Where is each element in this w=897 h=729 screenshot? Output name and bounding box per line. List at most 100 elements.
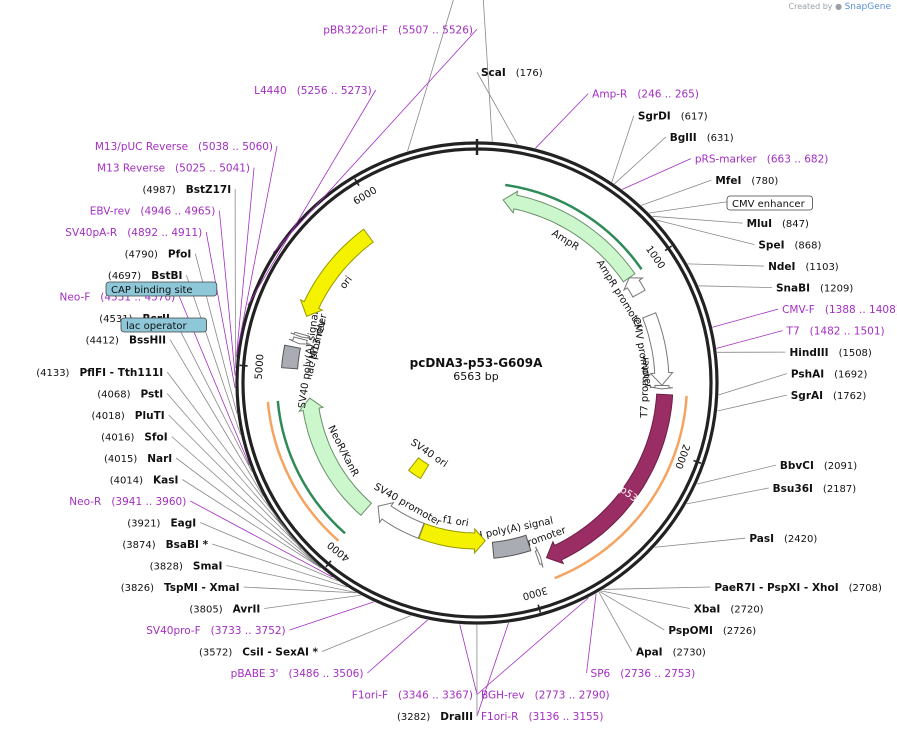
site-position: (3921) bbox=[127, 519, 160, 530]
site-name: BstZ17I bbox=[186, 184, 231, 196]
leader-line bbox=[166, 393, 312, 560]
primer-range: (3733 .. 3752) bbox=[211, 625, 286, 637]
site-hindiii: HindIII(1508) bbox=[789, 347, 871, 359]
box-cap-binding-site bbox=[105, 281, 218, 297]
site-position: (2730) bbox=[673, 648, 706, 659]
primer-sv40pa-r: SV40pA-R(4892 .. 4911) bbox=[65, 227, 202, 239]
site-name: SnaBI bbox=[776, 283, 810, 295]
site-position: (176) bbox=[516, 68, 543, 79]
leader-line bbox=[235, 167, 255, 358]
site-name: TspMI - XmaI bbox=[164, 582, 240, 594]
primer-range: (3136 .. 3155) bbox=[528, 711, 603, 723]
orf-tracks bbox=[266, 183, 688, 580]
leader-line bbox=[718, 373, 787, 396]
site-name: CsiI - SexAI * bbox=[242, 647, 318, 659]
leader-line bbox=[186, 274, 241, 435]
site-psti: (4068)PstI bbox=[97, 389, 163, 401]
primer-name: F1ori-R bbox=[481, 711, 518, 723]
site-name: KasI bbox=[153, 475, 178, 487]
site-bsu36i: Bsu36I(2187) bbox=[773, 483, 857, 495]
leader-line bbox=[600, 590, 690, 609]
leader-line bbox=[655, 219, 755, 245]
site-bstz17i: (4987)BstZ17I bbox=[142, 184, 231, 196]
site-position: (3828) bbox=[150, 562, 183, 573]
leader-line bbox=[205, 232, 236, 388]
leader-line bbox=[264, 594, 361, 609]
site-position: (2420) bbox=[784, 534, 817, 545]
leader-line bbox=[641, 179, 712, 206]
leader-line bbox=[459, 624, 478, 695]
site-name: PluTI bbox=[135, 410, 165, 422]
tick-mark bbox=[325, 560, 332, 568]
site-name: MfeI bbox=[715, 175, 741, 187]
site-name: BsaBI * bbox=[166, 539, 209, 551]
primer-t7: T7(1482 .. 1501) bbox=[786, 326, 885, 338]
site-name: BssHII bbox=[129, 335, 166, 347]
site-position: (4014) bbox=[110, 476, 143, 487]
primer-sp6: SP6(2736 .. 2753) bbox=[591, 668, 696, 680]
site-name: MluI bbox=[747, 218, 772, 230]
primer-bgh-rev: BGH-rev(2773 .. 2790) bbox=[481, 690, 610, 702]
site-pflfi-tth111i: (4133)PflFI - Tth111I bbox=[36, 367, 163, 379]
primer-m13-reverse: M13 Reverse(5025 .. 5041) bbox=[97, 163, 250, 175]
leader-line bbox=[236, 146, 278, 354]
tick-label: 3000 bbox=[521, 584, 548, 601]
site-position: (3826) bbox=[121, 583, 154, 594]
site-position: (4531) bbox=[99, 314, 132, 325]
site-name: DraIII bbox=[440, 711, 473, 723]
primer-prs-marker: pRS-marker(663 .. 682) bbox=[695, 154, 829, 166]
site-position: (1103) bbox=[805, 262, 838, 273]
site-draiii: (3282) DraIII bbox=[397, 711, 473, 723]
primer-name: Neo-R bbox=[69, 496, 101, 508]
site-name: PaeR7I - PspXI - XhoI bbox=[714, 582, 838, 594]
site-name: SfoI bbox=[144, 432, 167, 444]
tick-mark bbox=[239, 364, 248, 367]
primer-name: F1ori-F bbox=[352, 690, 388, 702]
leader-line bbox=[696, 464, 777, 485]
site-name: ApaI bbox=[636, 647, 663, 659]
credit-text: Created by bbox=[788, 2, 833, 11]
feature-neor-kanr bbox=[298, 397, 373, 517]
site-avrii: (3805)AvrII bbox=[189, 604, 260, 616]
primer-sv40pro-f: SV40pro-F(3733 .. 3752) bbox=[146, 625, 285, 637]
site-name: PspOMI bbox=[668, 625, 713, 637]
site-csii-sexai: (3572) CsiI - SexAI * bbox=[199, 647, 319, 659]
site-name: BbvCI bbox=[780, 460, 814, 472]
site-bglii: BglII(631) bbox=[670, 132, 734, 144]
leader-line bbox=[599, 591, 665, 631]
leader-line bbox=[173, 317, 253, 472]
site-name: XbaI bbox=[694, 604, 721, 616]
feature-lac-promoter bbox=[288, 336, 311, 345]
orf-track bbox=[266, 401, 340, 542]
site-position: (4697) bbox=[108, 271, 141, 282]
leader-line bbox=[272, 28, 478, 253]
leader-line bbox=[200, 522, 339, 582]
leader-line bbox=[182, 479, 322, 569]
site-position: (2720) bbox=[730, 605, 763, 616]
site-position: (3805) bbox=[189, 605, 222, 616]
site-position: (617) bbox=[681, 112, 708, 123]
feature-f1-ori bbox=[418, 522, 486, 555]
feature-sv40-poly-a-signal bbox=[281, 344, 301, 370]
tick-label: 6000 bbox=[352, 185, 379, 208]
leader-line bbox=[654, 537, 746, 548]
site-position: (3282) bbox=[397, 712, 430, 723]
primer-name: pBABE 3' bbox=[231, 668, 279, 680]
primer-range: (246 .. 265) bbox=[637, 89, 699, 101]
site-sfoi: (4016)SfoI bbox=[101, 432, 168, 444]
leader-line bbox=[289, 601, 374, 631]
site-name: PflFI - Tth111I bbox=[79, 367, 163, 379]
site-name: PstI bbox=[140, 389, 163, 401]
primer-range: (4892 .. 4911) bbox=[127, 227, 202, 239]
feature-sp6-promoter bbox=[534, 546, 544, 568]
tick-label: 5000 bbox=[254, 354, 267, 380]
leader-line bbox=[175, 457, 321, 569]
site-name: SpeI bbox=[758, 240, 784, 252]
leader-line bbox=[476, 622, 509, 717]
site-position: (3572) bbox=[199, 648, 232, 659]
site-paer7i-pspxi-xhoi: PaeR7I - PspXI - XhoI(2708) bbox=[714, 582, 882, 594]
tick-mark bbox=[693, 459, 702, 465]
leader-line bbox=[190, 500, 333, 578]
site-position: (1209) bbox=[820, 284, 853, 295]
